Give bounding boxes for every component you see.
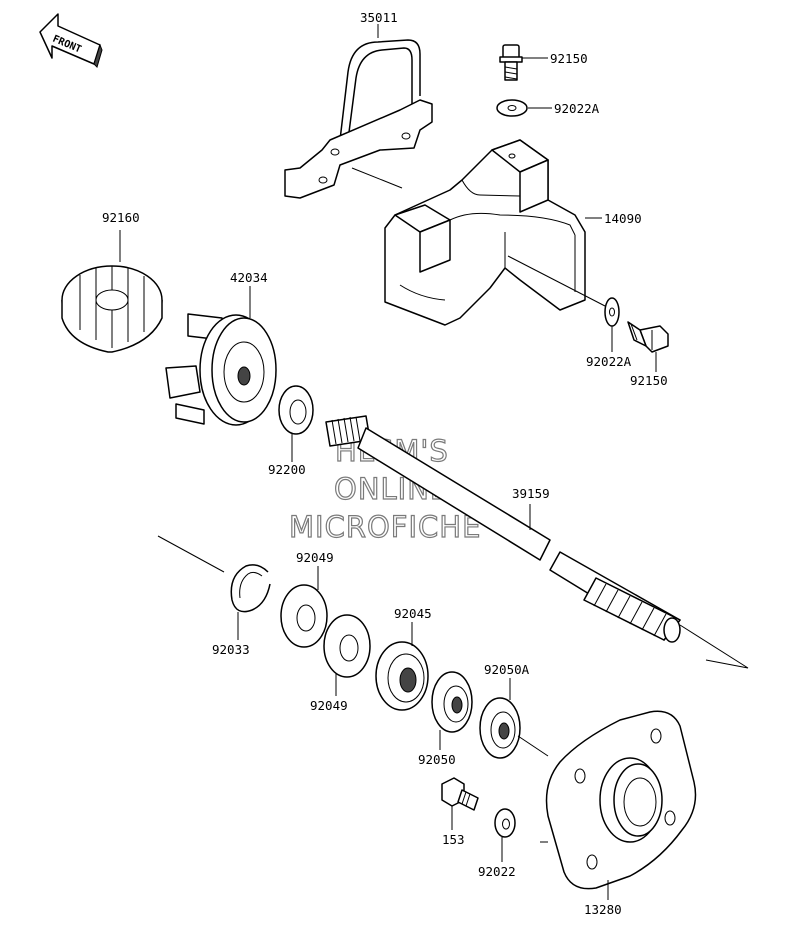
label-92022a-bottom: 92022A <box>586 354 632 369</box>
label-92050a: 92050A <box>484 662 530 677</box>
watermark-line-3: MICROFICHE <box>289 510 481 544</box>
label-92033: 92033 <box>212 642 250 657</box>
label-92200: 92200 <box>268 462 306 477</box>
label-92049-bottom: 92049 <box>310 698 348 713</box>
damper-92160 <box>61 265 163 353</box>
bolt-92150-top <box>499 44 523 81</box>
label-14090: 14090 <box>604 211 642 226</box>
label-92049-top: 92049 <box>296 550 334 565</box>
circlip-92033 <box>230 564 271 613</box>
label-92045: 92045 <box>394 606 432 621</box>
washer-92049-top <box>280 584 328 648</box>
label-153: 153 <box>442 832 465 847</box>
bolt-92150-bottom <box>627 321 669 353</box>
label-42034: 42034 <box>230 270 268 285</box>
label-92022: 92022 <box>478 864 516 879</box>
label-92150-bottom: 92150 <box>630 373 668 388</box>
bolt-153 <box>441 777 479 811</box>
washer-92049-bottom <box>323 614 371 678</box>
label-92160: 92160 <box>102 210 140 225</box>
bearing-92045 <box>375 641 429 711</box>
seal-92050 <box>431 671 473 733</box>
label-92022a-top: 92022A <box>554 101 600 116</box>
label-92150-top: 92150 <box>550 51 588 66</box>
label-92050: 92050 <box>418 752 456 767</box>
coupling-42034 <box>165 313 277 426</box>
shaft-39159 <box>325 415 681 643</box>
washer-92022 <box>494 808 516 838</box>
label-35011: 35011 <box>360 10 398 25</box>
cover-14090 <box>384 139 586 326</box>
cover-plate-13280 <box>545 710 697 890</box>
label-39159: 39159 <box>512 486 550 501</box>
label-13280: 13280 <box>584 902 622 917</box>
front-arrow-icon: FRONT <box>39 13 103 68</box>
seal-92050a <box>479 697 521 759</box>
washer-92022a-top <box>496 99 528 117</box>
washer-92200 <box>278 385 314 435</box>
washer-92022a-bottom <box>604 297 620 327</box>
bracket-35011 <box>284 39 433 199</box>
